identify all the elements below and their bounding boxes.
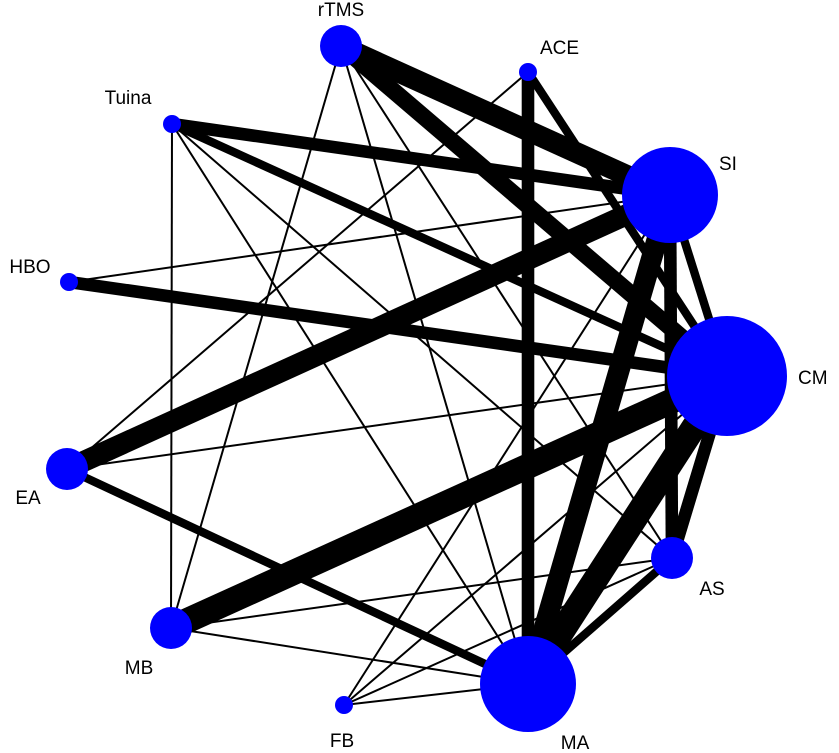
node-fb: [335, 696, 353, 714]
node-ea: [46, 448, 88, 490]
edge-tuina-si: [171, 117, 671, 202]
edge-as-fb: [343, 557, 673, 706]
node-label-fb: FB: [330, 731, 354, 752]
node-label-mb: MB: [125, 658, 154, 679]
edge-tuina-mb: [170, 123, 173, 629]
node-label-si: SI: [719, 154, 737, 175]
edge-rtms-as: [340, 45, 673, 559]
edge-cm-fb: [343, 375, 728, 706]
node-label-as: AS: [699, 579, 724, 600]
node-ace: [519, 63, 537, 81]
node-label-ace: ACE: [540, 38, 579, 59]
node-ma: [480, 636, 576, 732]
node-rtms: [320, 25, 362, 67]
node-as: [651, 537, 693, 579]
edge-cm-ma: [517, 369, 738, 691]
node-hbo: [60, 273, 78, 291]
node-label-ma: MA: [561, 733, 590, 753]
edge-hbo-si: [68, 194, 671, 283]
edge-mb-ma: [170, 627, 529, 685]
edge-mb-cm: [165, 364, 733, 640]
node-mb: [150, 607, 192, 649]
node-si: [622, 147, 718, 243]
node-tuina: [163, 115, 181, 133]
nodes-layer: [46, 25, 787, 732]
edge-rtms-cm: [335, 39, 733, 383]
node-label-hbo: HBO: [9, 257, 50, 278]
edge-rtms-si: [336, 36, 675, 205]
node-label-ea: EA: [15, 488, 41, 509]
edge-ea-si: [62, 185, 675, 479]
node-cm: [667, 316, 787, 436]
edge-tuina-ma: [171, 123, 529, 685]
node-label-rtms: rTMS: [318, 0, 364, 21]
node-label-cm: CM: [798, 368, 828, 389]
node-label-tuina: Tuina: [105, 88, 152, 109]
